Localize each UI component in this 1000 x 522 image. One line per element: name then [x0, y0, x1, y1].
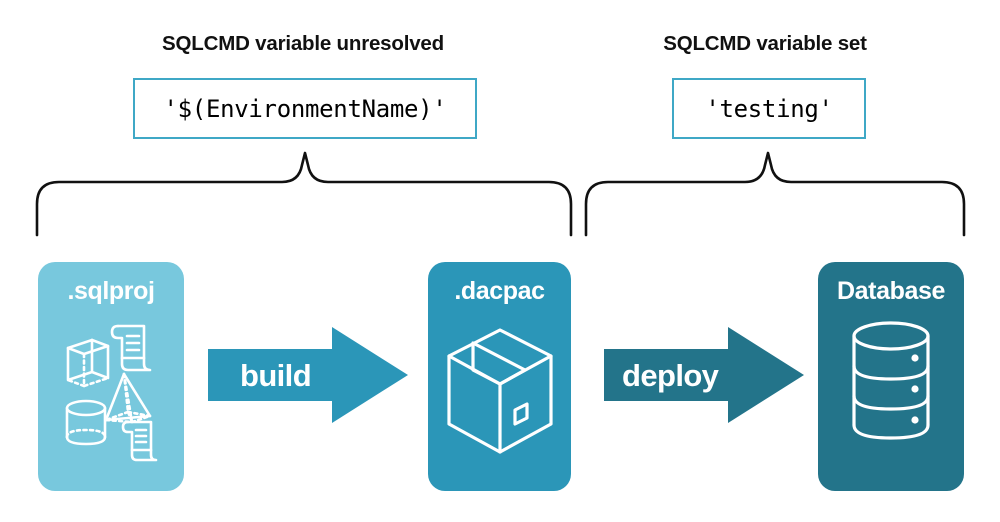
code-value-left: '$(EnvironmentName)' — [163, 94, 447, 123]
scroll-icon — [110, 324, 152, 372]
annotation-heading-right: SQLCMD variable set — [663, 32, 867, 55]
pipeline-node-database-label: Database — [837, 277, 945, 305]
pipeline-arrow-build[interactable] — [208, 327, 408, 423]
pipeline-node-dacpac-label: .dacpac — [454, 277, 545, 305]
pipeline-node-sqlproj-label: .sqlproj — [67, 277, 155, 305]
pipeline-arrow-build-label: build — [240, 358, 312, 393]
pipeline-node-database[interactable]: Database — [818, 262, 964, 491]
right-brace-icon — [584, 151, 966, 237]
code-value-box-right: 'testing' — [672, 78, 866, 139]
left-brace-icon — [35, 151, 573, 237]
pipeline-node-sqlproj-artwork — [38, 312, 184, 472]
code-value-box-left: '$(EnvironmentName)' — [133, 78, 477, 139]
pipeline-arrow-deploy-label: deploy — [622, 358, 719, 393]
pipeline-arrow-deploy[interactable] — [604, 327, 804, 423]
shipping-box-icon — [446, 328, 553, 454]
database-cylinder-icon — [852, 321, 930, 440]
pipeline-node-dacpac-artwork — [428, 312, 571, 472]
code-value-right: 'testing' — [705, 94, 833, 123]
wireframe-pyramid-icon — [104, 372, 152, 424]
wireframe-cylinder-icon — [65, 399, 107, 446]
annotation-heading-left: SQLCMD variable unresolved — [162, 32, 444, 55]
arrow-right-icon — [208, 327, 408, 423]
arrow-right-icon — [604, 327, 804, 423]
pipeline-node-database-artwork — [818, 312, 964, 472]
pipeline-node-dacpac[interactable]: .dacpac — [428, 262, 571, 491]
pipeline-node-sqlproj[interactable]: .sqlproj — [38, 262, 184, 491]
scroll-icon — [121, 420, 158, 462]
wireframe-cube-icon — [66, 338, 110, 388]
